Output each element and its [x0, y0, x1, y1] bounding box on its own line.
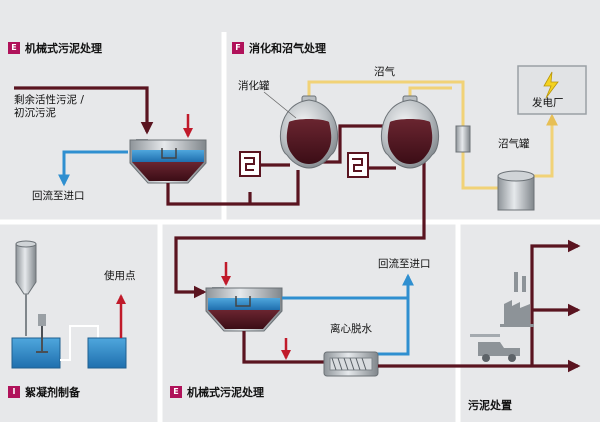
- sludge-inlet-pipe: [14, 86, 154, 135]
- gas-holder: [497, 170, 535, 211]
- digester-leader: [263, 91, 297, 119]
- heat-exchanger-2: [347, 152, 369, 178]
- section-e-top-heading: E 机械式污泥处理: [8, 40, 102, 56]
- biogas-label: 沼气: [374, 66, 395, 78]
- silo: [15, 240, 37, 336]
- section-e-top-badge: E: [8, 42, 20, 54]
- thickener-bottom: [205, 287, 283, 332]
- power-plant-label: 发电厂: [532, 97, 564, 109]
- power-plant-box: [517, 65, 587, 115]
- section-e-bottom-title: 机械式污泥处理: [187, 386, 264, 399]
- disposal-branch-lines: [530, 239, 581, 366]
- excess-sludge-line2: 初沉污泥: [14, 107, 56, 120]
- section-i-title: 絮凝剂制备: [25, 386, 80, 399]
- section-f-badge: F: [232, 42, 244, 54]
- mixing-tank: [11, 314, 61, 369]
- lightning-icon: [543, 71, 559, 99]
- excess-sludge-line1: 剩余活性污泥 /: [14, 94, 84, 106]
- section-i-badge: I: [8, 386, 20, 398]
- section-disposal-heading: 污泥处置: [468, 397, 512, 413]
- section-dividers: [0, 32, 600, 422]
- excess-sludge-label: 剩余活性污泥 / 初沉污泥: [14, 94, 84, 120]
- heat-exchanger-1: [239, 151, 261, 177]
- section-f-heading: F 消化和沼气处理: [232, 40, 326, 56]
- section-e-bottom-badge: E: [170, 386, 182, 398]
- digester-1: [279, 95, 339, 169]
- section-e-top-title: 机械式污泥处理: [25, 42, 102, 55]
- factory-icon: [500, 272, 534, 327]
- return-inlet-bottom-label: 回流至进口: [378, 258, 431, 270]
- centrifuge: [323, 351, 379, 377]
- gas-holder-label: 沼气罐: [498, 138, 530, 150]
- thickened-sludge-pipe: [166, 170, 300, 206]
- return-inlet-top-label: 回流至进口: [32, 190, 85, 202]
- transfer-pipe: [60, 325, 99, 361]
- use-point-label: 使用点: [104, 270, 136, 282]
- section-i-heading: I 絮凝剂制备: [8, 384, 80, 400]
- gas-filter: [455, 125, 471, 153]
- truck-icon: [470, 334, 520, 362]
- thickener-top: [129, 139, 207, 184]
- section-disposal-title: 污泥处置: [468, 399, 512, 412]
- centrifuge-label: 离心脱水: [330, 323, 372, 335]
- return-pipe-top: [58, 150, 128, 187]
- return-pipe-bottom: [282, 273, 414, 356]
- digester-label: 消化罐: [238, 80, 270, 92]
- section-f-title: 消化和沼气处理: [249, 42, 326, 55]
- digester-2: [380, 95, 440, 169]
- dewatering-feed-pipe: [242, 331, 324, 364]
- storage-tank: [87, 337, 127, 369]
- section-e-bottom-heading: E 机械式污泥处理: [170, 384, 264, 400]
